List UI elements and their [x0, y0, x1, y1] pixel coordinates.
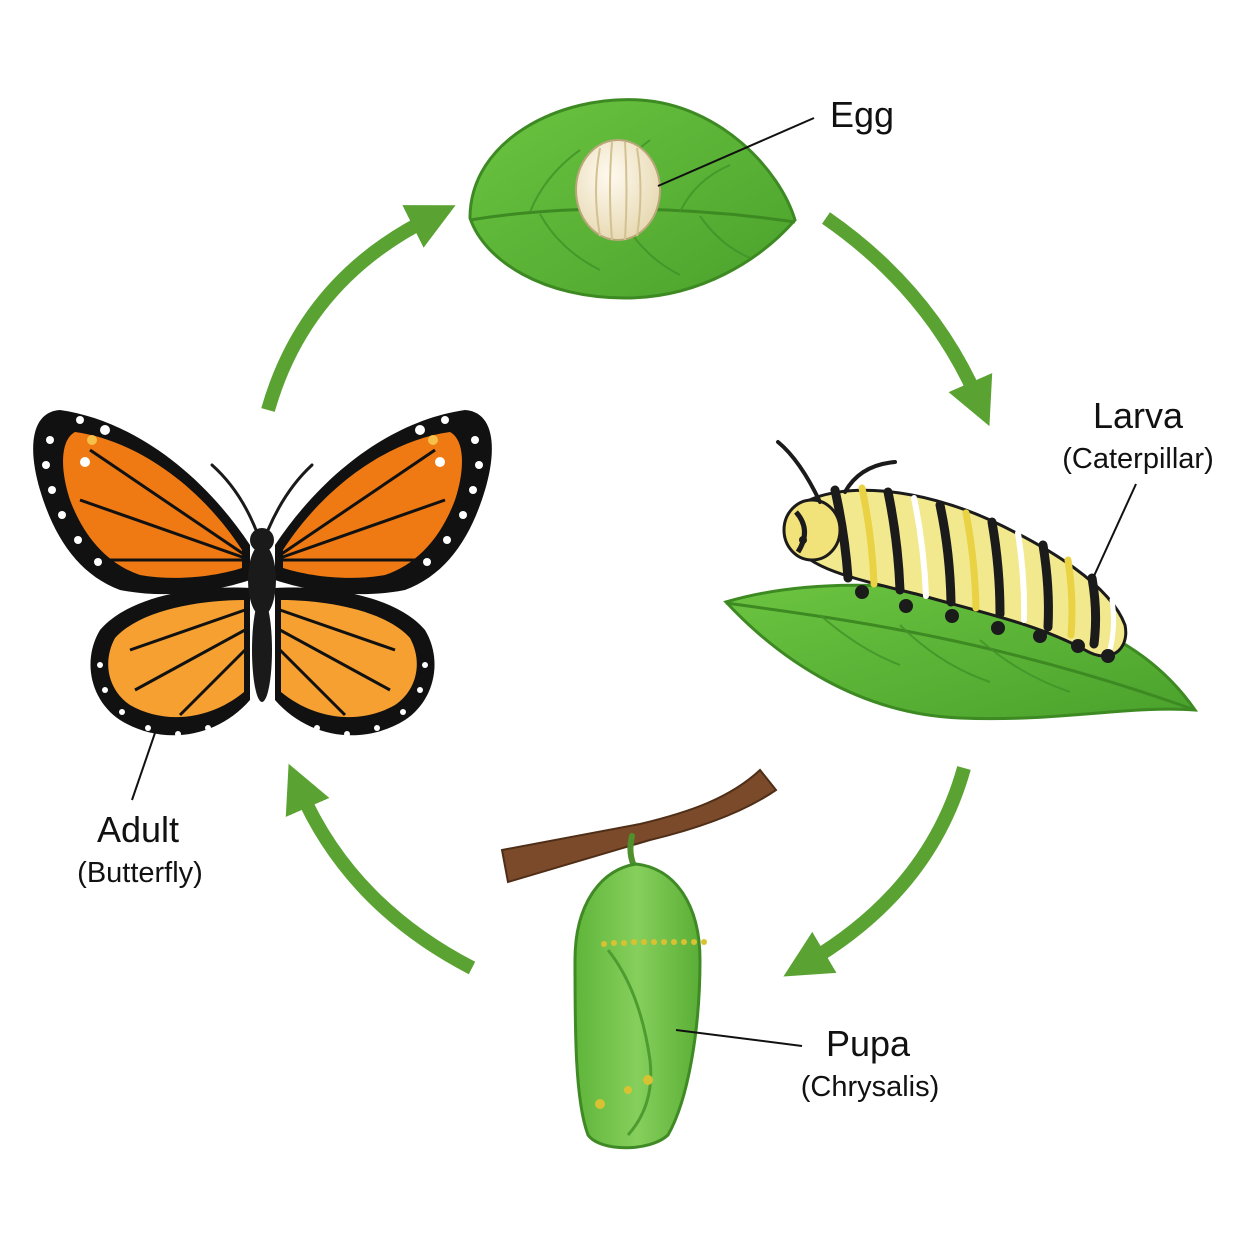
butterfly-head [250, 528, 274, 552]
pupa-leader-line [675, 1029, 803, 1047]
egg-ridges [595, 141, 642, 241]
egg-label: Egg [830, 94, 894, 135]
chrysalis-gold-dots [595, 1075, 653, 1109]
caterpillar-legs [855, 585, 1115, 663]
arrow-adult-to-egg [261, 205, 456, 412]
chrysalis-wing-fold [606, 949, 653, 1137]
wing-tip-spots [87, 435, 438, 445]
butterfly-thorax [248, 544, 276, 616]
larva-leaf-midrib [725, 601, 1196, 712]
egg-leader-line [657, 117, 815, 187]
butterfly-abdomen [252, 598, 272, 702]
caterpillar-head [782, 498, 842, 562]
larva-stage: Larva (Caterpillar) [723, 395, 1214, 721]
pupa-stage: Pupa (Chrysalis) [500, 768, 940, 1150]
adult-leader-line [131, 729, 157, 801]
larva-leaf-veins [819, 614, 1071, 693]
butterfly-antenna-right [266, 463, 314, 532]
arrow-larva-to-pupa [783, 766, 971, 977]
branch [500, 768, 778, 884]
egg-shape [575, 139, 661, 241]
wing-lower-left-fill [108, 600, 245, 718]
caterpillar-stripes [830, 484, 1117, 653]
adult-label: Adult [97, 809, 179, 850]
cycle-arrows [261, 205, 993, 977]
caterpillar-antenna-back [843, 460, 897, 494]
wing-spots [42, 416, 483, 737]
adult-stage: Adult (Butterfly) [33, 410, 492, 889]
larva-label: Larva [1093, 395, 1184, 436]
adult-detail: (Butterfly) [77, 857, 203, 889]
pupa-label: Pupa [826, 1023, 911, 1064]
egg-stage: Egg [468, 94, 894, 300]
wing-lower-right-fill [281, 600, 417, 718]
larva-leader-line [1093, 483, 1137, 577]
larva-detail: (Caterpillar) [1062, 443, 1213, 475]
caterpillar-face-stripe [794, 510, 807, 554]
caterpillar [776, 440, 1128, 663]
arrow-egg-to-larva [822, 212, 993, 427]
chrysalis-stem [627, 833, 637, 869]
wing-veins [79, 448, 446, 717]
pupa-detail: (Chrysalis) [801, 1071, 940, 1103]
butterfly-antenna-left [210, 463, 258, 532]
butterfly [33, 410, 492, 737]
caterpillar-eye [799, 536, 807, 544]
caterpillar-antenna-front [776, 440, 822, 504]
arrow-pupa-to-adult [285, 763, 476, 975]
chrysalis-gold-band [601, 939, 707, 947]
